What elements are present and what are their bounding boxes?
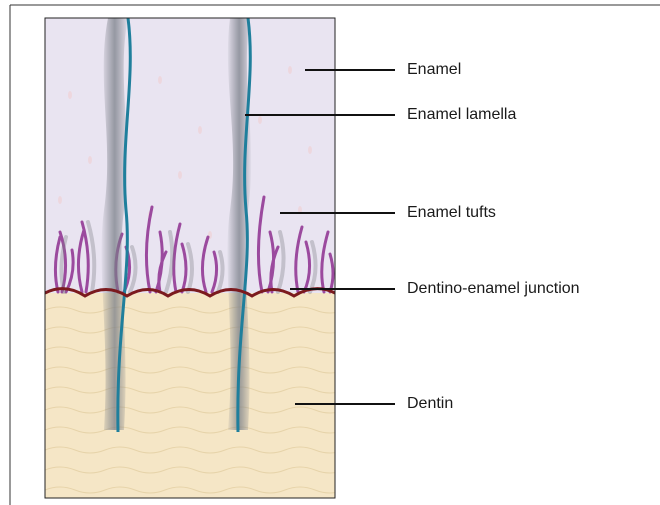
label-dentin: Dentin [407, 395, 453, 413]
label-dentino-enamel-junction: Dentino-enamel junction [407, 280, 580, 298]
label-enamel-lamella: Enamel lamella [407, 106, 516, 124]
label-enamel: Enamel [407, 61, 461, 79]
label-enamel-tufts: Enamel tufts [407, 204, 496, 222]
dentin-region [45, 293, 335, 498]
